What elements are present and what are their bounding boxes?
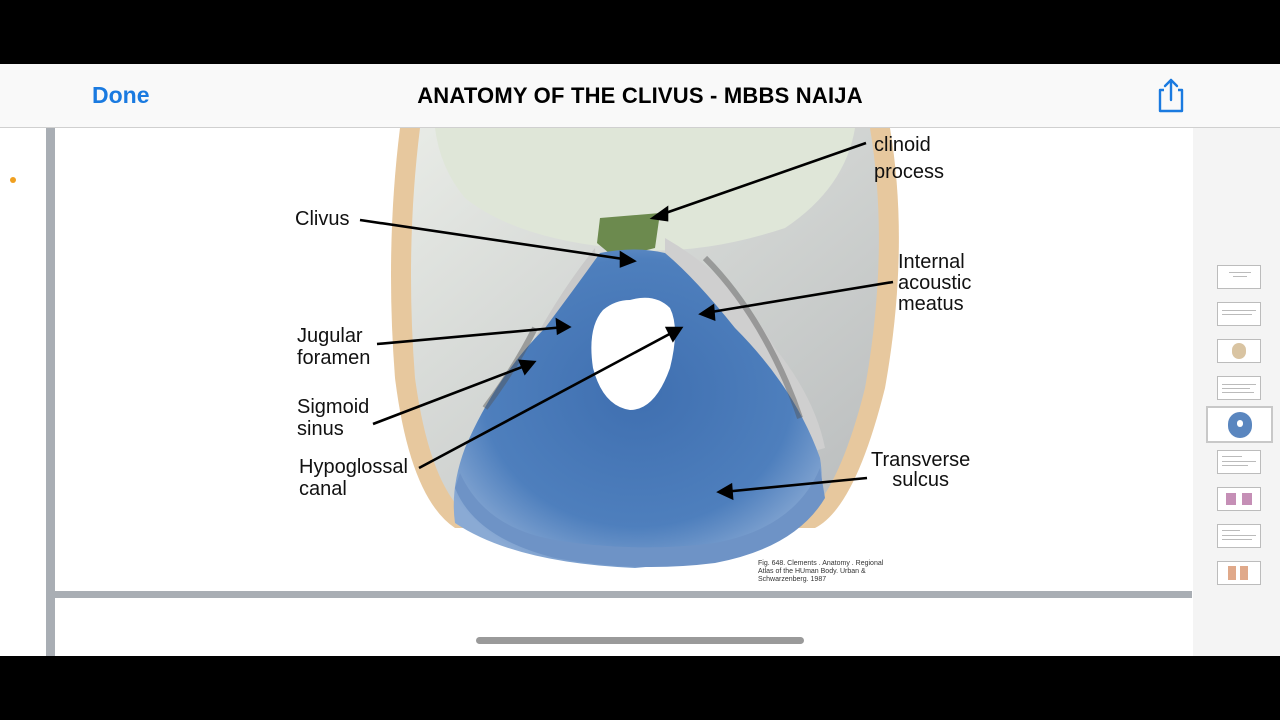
label-clivus: Clivus — [295, 208, 350, 230]
page-indicator-dot — [10, 177, 16, 183]
label-line: foramen — [297, 347, 371, 369]
label-internal-acoustic-meatus: Internal acoustic meatus — [898, 252, 971, 315]
next-slide-preview — [55, 598, 1192, 656]
current-slide: clinoid process Clivus Internal acoustic… — [55, 128, 1192, 591]
label-transverse-sulcus: Transverse sulcus — [871, 450, 970, 490]
label-sigmoid-sinus: Sigmoid sinus — [297, 396, 369, 440]
page-separator — [55, 591, 1192, 598]
thumbnail-3[interactable] — [1217, 339, 1261, 363]
skull-base-illustration — [359, 128, 899, 568]
thumbnail-2[interactable] — [1217, 302, 1261, 326]
label-line: process — [874, 161, 945, 183]
page-edge-left — [46, 128, 55, 656]
document-viewer[interactable]: clinoid process Clivus Internal acoustic… — [0, 128, 1280, 656]
left-gutter — [0, 128, 46, 656]
thumbnail-6[interactable] — [1217, 450, 1261, 474]
caption-line: Fig. 648. Clements . Anatomy . Regional — [758, 560, 884, 567]
thumbnail-9[interactable] — [1217, 561, 1261, 585]
label-hypoglossal-canal: Hypoglossal canal — [299, 456, 408, 500]
home-indicator[interactable] — [476, 637, 804, 644]
label-line: sinus — [297, 418, 344, 440]
bottom-letterbox — [0, 656, 1280, 720]
done-button[interactable]: Done — [92, 82, 150, 108]
label-line: meatus — [898, 293, 964, 315]
caption-line: Schwarzenberg. 1987 — [758, 576, 827, 583]
label-line: acoustic — [898, 272, 972, 294]
thumbnail-7[interactable] — [1217, 487, 1261, 511]
share-icon[interactable] — [1154, 76, 1188, 114]
label-line: Internal — [898, 251, 965, 273]
label-line: canal — [299, 478, 347, 500]
label-line: sulcus — [892, 469, 949, 491]
label-line: Jugular — [297, 325, 363, 347]
thumbnail-4[interactable] — [1217, 376, 1261, 400]
thumbnail-1[interactable] — [1217, 265, 1261, 289]
label-line: Transverse — [871, 449, 971, 471]
navigation-bar: Done ANATOMY OF THE CLIVUS - MBBS NAIJA — [0, 64, 1280, 128]
document-title: ANATOMY OF THE CLIVUS - MBBS NAIJA — [417, 83, 863, 108]
thumbnail-8[interactable] — [1217, 524, 1261, 548]
label-line: Sigmoid — [297, 396, 370, 418]
thumbnail-5-selected[interactable] — [1206, 406, 1273, 443]
label-jugular-foramen: Jugular foramen — [297, 325, 370, 369]
figure-caption: Fig. 648. Clements . Anatomy . Regional … — [758, 560, 898, 584]
label-line: Hypoglossal — [299, 456, 408, 478]
top-letterbox — [0, 0, 1280, 64]
label-clinoid-process: clinoid process — [874, 134, 944, 183]
thumbnail-sidebar — [1193, 128, 1280, 656]
caption-line: Atlas of the HUman Body. Urban & — [758, 568, 866, 575]
label-line: clinoid — [874, 134, 931, 156]
